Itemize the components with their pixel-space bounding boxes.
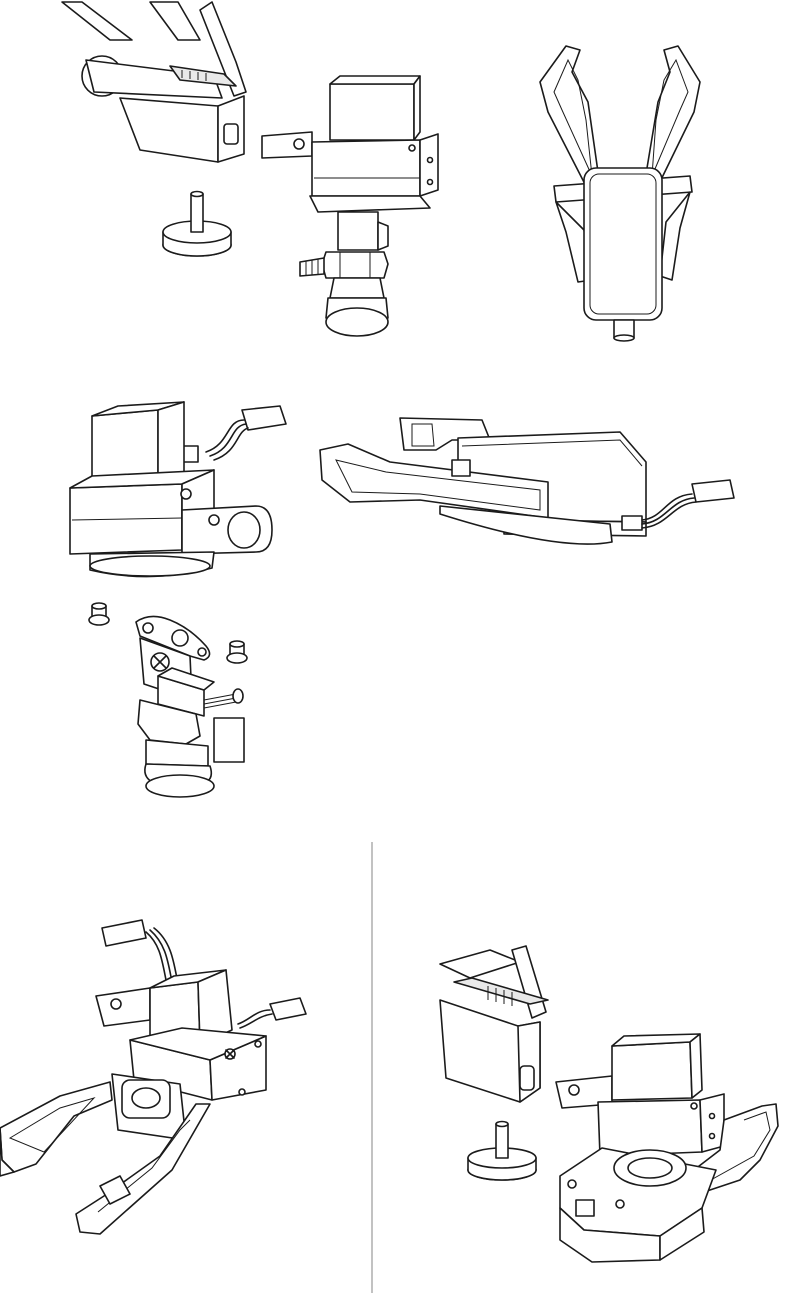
gripper-perspective-icon [0,920,306,1234]
suction-exploded-icon [89,603,247,797]
servo-module-icon [70,402,286,577]
suction-cup-assembly-icon [62,2,438,336]
gripper-side-icon [320,418,734,544]
gripper-front-icon [540,46,700,341]
gripper-mount-icon [440,946,778,1262]
